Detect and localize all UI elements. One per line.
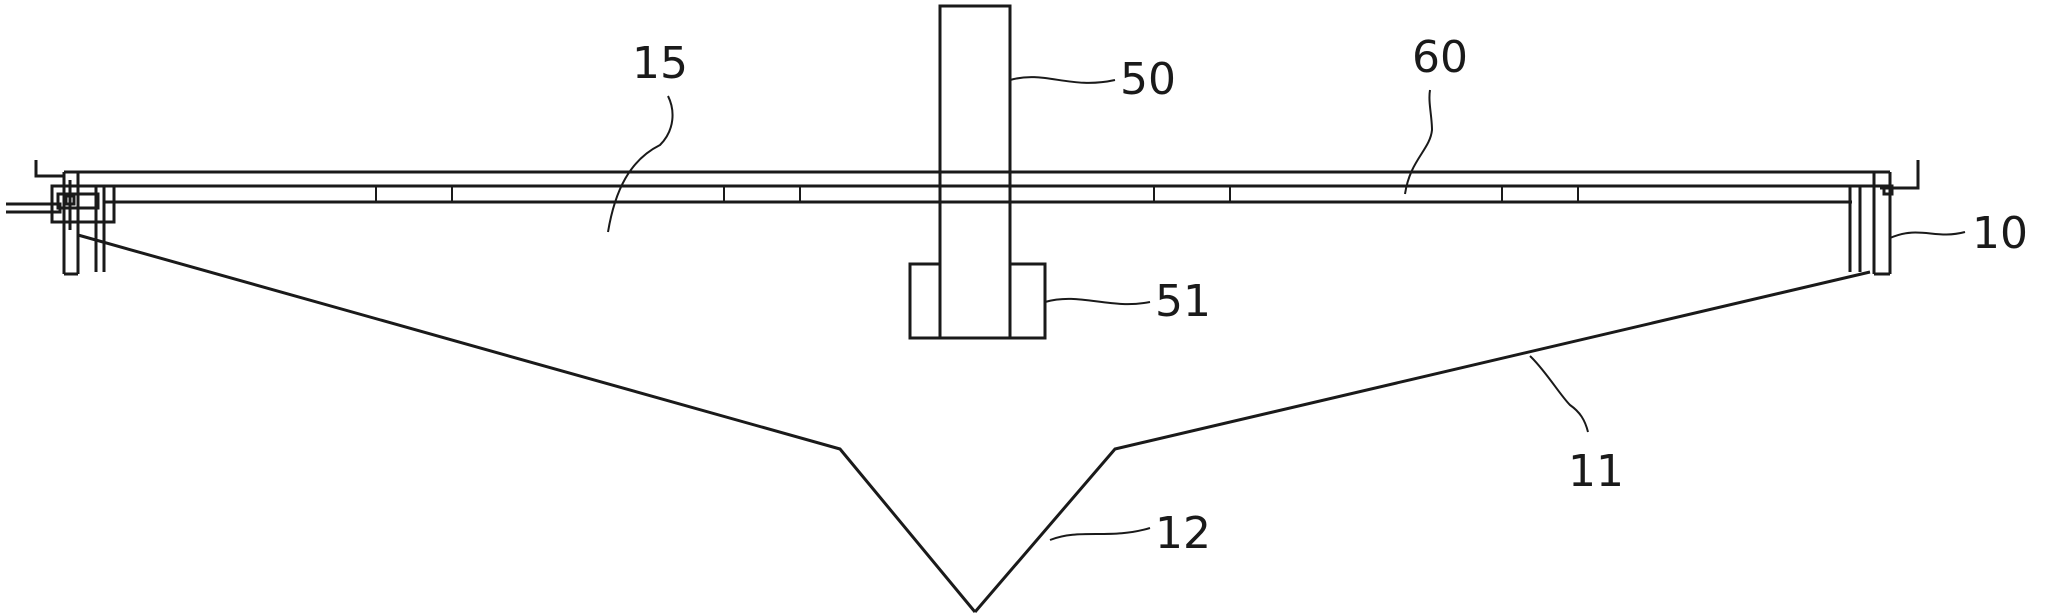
leader-11 xyxy=(1529,355,1589,433)
leader-lines xyxy=(607,76,1966,541)
leader-10 xyxy=(1889,231,1966,239)
label-51: 51 xyxy=(1155,276,1211,327)
label-12: 12 xyxy=(1155,508,1211,559)
hopper-body xyxy=(77,233,1871,613)
label-10: 10 xyxy=(1972,208,2028,259)
rail-60 xyxy=(104,186,1852,204)
reference-numerals: 15 50 60 10 51 11 12 xyxy=(632,32,2028,559)
leader-12 xyxy=(1049,527,1151,541)
label-11: 11 xyxy=(1568,446,1624,497)
leader-50 xyxy=(1009,76,1116,84)
hopper-left-wall xyxy=(77,233,977,613)
inner-frame-right xyxy=(1848,186,1862,272)
leader-60 xyxy=(1404,89,1434,195)
inner-frame-left xyxy=(94,186,106,272)
label-60: 60 xyxy=(1412,32,1468,83)
label-50: 50 xyxy=(1120,54,1176,105)
shaft-50 xyxy=(938,4,1012,338)
hopper-right-wall xyxy=(973,270,1871,613)
left-bracket xyxy=(6,160,116,230)
leader-15 xyxy=(607,95,674,233)
leader-51 xyxy=(1044,297,1151,306)
right-bracket xyxy=(1880,160,1920,196)
top-cover xyxy=(64,170,1890,188)
label-15: 15 xyxy=(632,38,688,89)
base-block-51 xyxy=(908,262,1047,340)
